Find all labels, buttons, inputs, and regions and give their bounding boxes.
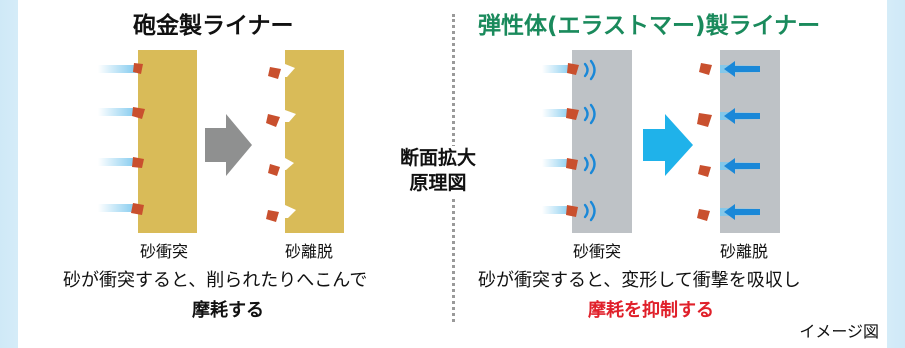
right-caption-detach: 砂離脱 — [720, 242, 769, 261]
process-arrow-gray — [205, 114, 252, 176]
elastomer-liner-impact — [572, 50, 632, 233]
left-title: 砲金製ライナー — [133, 13, 294, 39]
sand-detached-left — [266, 67, 281, 222]
right-description: 砂が衝突すると、変形して衝撃を吸収し — [478, 270, 801, 291]
right-title: 弾性体(エラストマー)製ライナー — [478, 13, 821, 39]
right-caption-impact: 砂衝突 — [573, 242, 622, 261]
bronze-liner-worn — [285, 50, 344, 233]
center-label-line1: 断面拡大 — [400, 147, 477, 169]
center-label: 断面拡大 原理図 — [394, 146, 483, 196]
elastomer-liner-intact — [720, 50, 780, 233]
left-description: 砂が衝突すると、削られたりへこんで — [63, 270, 368, 291]
left-caption-detach: 砂離脱 — [285, 242, 334, 261]
bronze-liner-impact — [138, 50, 197, 233]
right-result: 摩耗を抑制する — [588, 300, 714, 321]
left-caption-impact: 砂衝突 — [140, 242, 189, 261]
rebound-arrows — [724, 61, 760, 220]
sand-impacts-left — [98, 63, 145, 215]
image-note: イメージ図 — [799, 322, 879, 341]
process-arrow-cyan — [643, 114, 693, 176]
sand-impacts-right — [542, 63, 579, 217]
center-label-line2: 原理図 — [409, 172, 467, 194]
absorb-wave-icons — [583, 59, 596, 222]
left-result: 摩耗する — [192, 300, 264, 321]
